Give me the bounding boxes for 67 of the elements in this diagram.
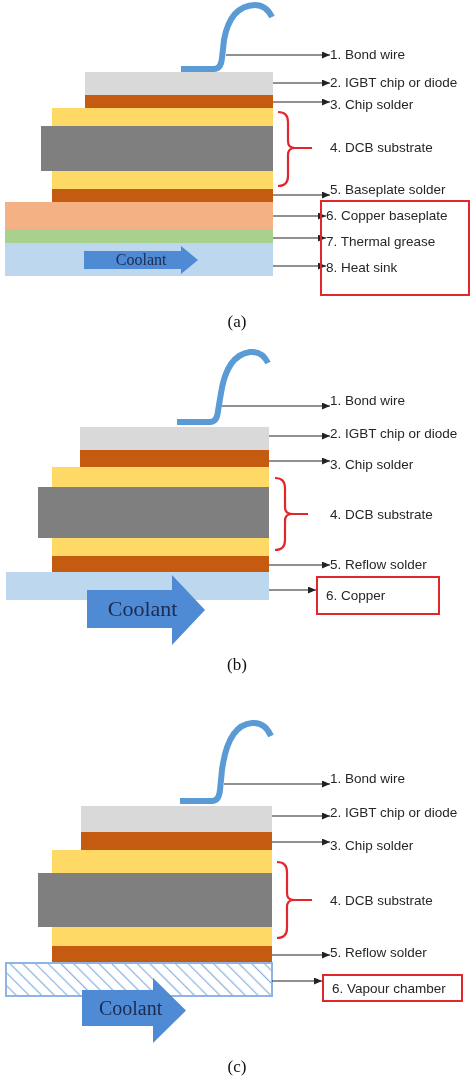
part-label: 4. DCB substrate <box>330 140 433 156</box>
part-label: 5. Reflow solder <box>330 945 427 961</box>
leader-line <box>272 234 327 242</box>
leader-line <box>272 212 327 220</box>
leader-line <box>272 262 327 270</box>
bond-wire <box>180 719 274 804</box>
bond-wire <box>177 348 271 425</box>
leader-line <box>268 432 331 440</box>
part-label: 5. Baseplate solder <box>330 182 446 198</box>
leader-line <box>221 402 331 410</box>
ceramic-layer <box>38 487 269 538</box>
part-label: 3. Chip solder <box>330 97 414 113</box>
part-label: 3. Chip solder <box>330 838 414 854</box>
leader-line <box>223 780 331 788</box>
part-label: 3. Chip solder <box>330 457 414 473</box>
ceramic-layer <box>41 126 273 171</box>
part-label: 1. Bond wire <box>330 47 406 63</box>
bond-wire <box>181 2 275 72</box>
part-label: 4. DCB substrate <box>330 893 433 909</box>
leader-line <box>272 191 331 199</box>
highlighted-label: 6. Copper <box>316 576 440 615</box>
part-label: 7. Thermal grease <box>326 234 436 250</box>
highlighted-label: 6. Vapour chamber <box>322 974 463 1002</box>
chip-layer <box>81 806 272 832</box>
leader-line <box>268 586 317 594</box>
leader-line <box>271 977 323 985</box>
copper-layer <box>52 538 269 556</box>
leader-line <box>225 51 331 59</box>
copper-layer <box>52 467 269 487</box>
part-label: 2. IGBT chip or diode <box>330 426 458 442</box>
flow-label: Coolant <box>115 252 167 268</box>
flow-label: Coolant <box>98 998 163 1018</box>
highlight-frame <box>320 200 470 296</box>
copper-layer <box>52 850 272 873</box>
baseplate-layer <box>5 202 273 229</box>
panel-label: (a) <box>227 312 247 332</box>
part-label: 1. Bond wire <box>330 393 406 409</box>
leader-line <box>271 838 331 846</box>
solder-layer <box>80 450 269 467</box>
leader-line <box>272 79 331 87</box>
leader-line <box>268 561 331 569</box>
leader-line <box>272 98 331 106</box>
part-label: 2. IGBT chip or diode <box>330 75 458 91</box>
part-label: 5. Reflow solder <box>330 557 427 573</box>
part-label: 4. DCB substrate <box>330 507 433 523</box>
part-label: 1. Bond wire <box>330 771 406 787</box>
panel-label: (c) <box>227 1057 247 1077</box>
vapour-chamber-layer <box>5 962 273 997</box>
part-label: 8. Heat sink <box>326 260 398 276</box>
leader-line <box>271 951 331 959</box>
grease-layer <box>5 229 273 243</box>
leader-line <box>271 812 331 820</box>
solder-layer <box>81 832 272 850</box>
copper-layer <box>52 171 273 189</box>
chip-layer <box>85 72 273 95</box>
part-label: 2. IGBT chip or diode <box>330 805 458 821</box>
panel-label: (b) <box>227 655 247 675</box>
flow-label: Coolant <box>107 598 178 620</box>
ceramic-layer <box>38 873 272 927</box>
copper-layer <box>52 927 272 946</box>
leader-line <box>268 457 331 465</box>
chip-layer <box>80 427 269 450</box>
copper-layer <box>52 108 273 126</box>
solder-layer <box>85 95 273 108</box>
solder-layer <box>52 556 269 572</box>
part-label: 6. Copper baseplate <box>326 208 448 224</box>
solder-layer <box>52 189 273 202</box>
